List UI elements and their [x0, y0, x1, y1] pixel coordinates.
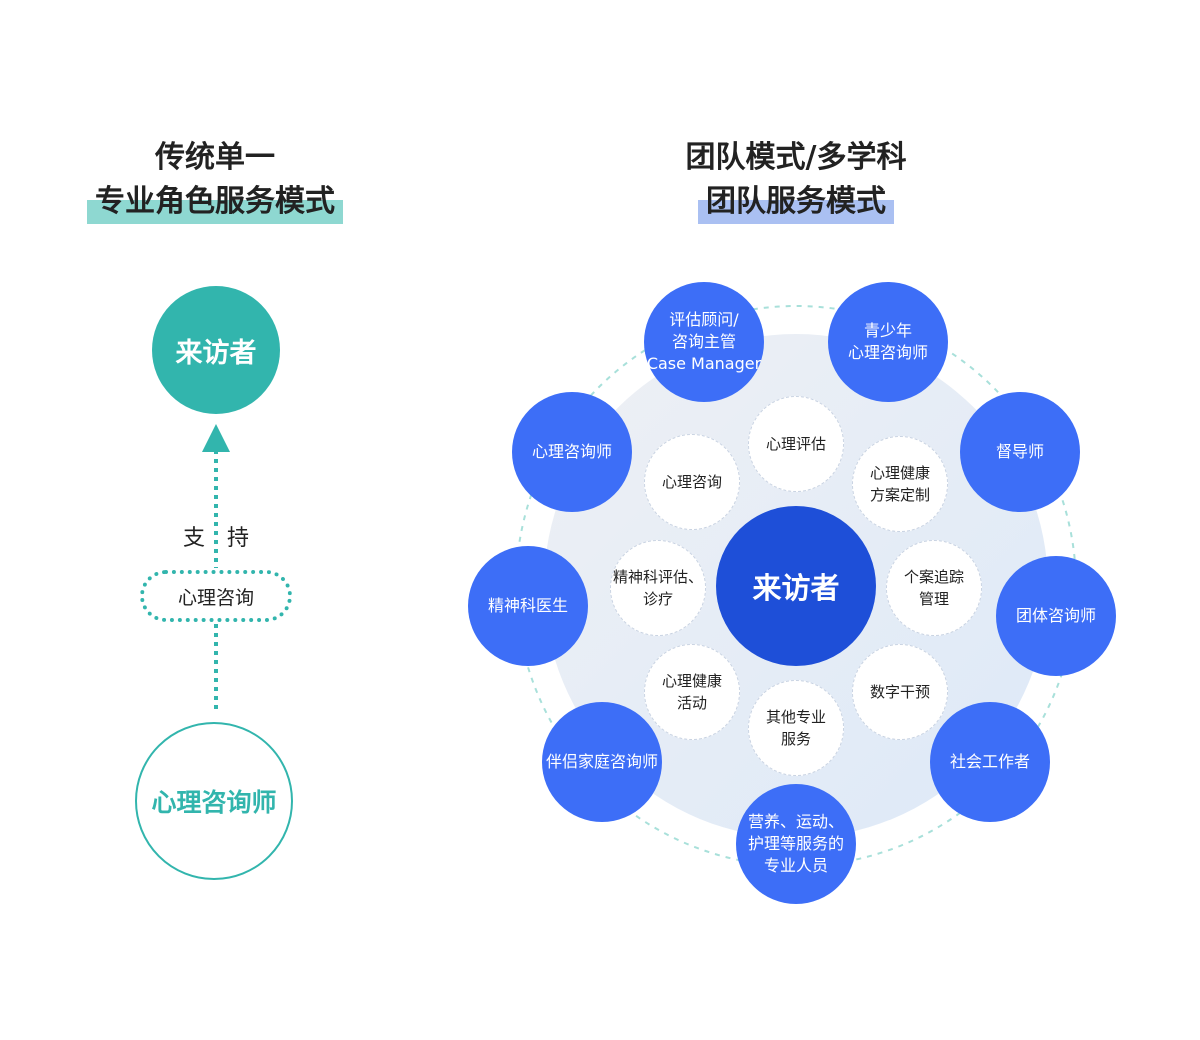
service-node: 心理咨询	[644, 434, 740, 530]
counseling-pill-label: 心理咨询	[177, 586, 254, 609]
role-node-label: 伴侣家庭咨询师	[545, 752, 658, 771]
support-label: 支 持	[182, 526, 249, 551]
role-node: 心理咨询师	[512, 392, 632, 512]
left-visitor-circle: 来访者	[152, 286, 280, 414]
right-title-line1: 团队模式/多学科	[685, 140, 907, 175]
role-node-label: 精神科医生	[487, 596, 568, 615]
left-visitor-label: 来访者	[175, 337, 257, 369]
service-node-label: 心理健康 活动	[661, 672, 722, 712]
service-node: 数字干预	[852, 644, 948, 740]
service-node: 其他专业 服务	[748, 680, 844, 776]
service-node: 心理健康 活动	[644, 644, 740, 740]
left-title-line2: 专业角色服务模式	[87, 180, 343, 224]
service-node: 个案追踪 管理	[886, 540, 982, 636]
service-node-label: 心理健康 方案定制	[869, 464, 930, 504]
support-connector	[202, 424, 230, 712]
role-node: 督导师	[960, 392, 1080, 512]
team-visitor-label: 来访者	[752, 571, 840, 605]
left-title-line1: 传统单一	[155, 140, 275, 175]
service-node-label: 其他专业 服务	[765, 708, 826, 748]
service-node: 心理评估	[748, 396, 844, 492]
left-counselor-circle: 心理咨询师	[135, 722, 293, 880]
team-visitor-circle: 来访者	[716, 506, 876, 666]
role-node: 营养、运动、 护理等服务的 专业人员	[736, 784, 856, 904]
service-node: 精神科评估、 诊疗	[610, 540, 706, 636]
role-node: 团体咨询师	[996, 556, 1116, 676]
left-counselor-label: 心理咨询师	[151, 788, 277, 817]
service-node: 心理健康 方案定制	[852, 436, 948, 532]
role-node: 社会工作者	[930, 702, 1050, 822]
service-node-label: 心理评估	[765, 435, 826, 453]
role-node-label: 社会工作者	[949, 752, 1030, 771]
counseling-pill: 心理咨询	[140, 570, 292, 622]
arrow-up-icon	[202, 424, 230, 452]
service-node-label: 个案追踪 管理	[903, 568, 964, 608]
role-node-label: 营养、运动、 护理等服务的 专业人员	[747, 812, 844, 875]
role-node: 精神科医生	[468, 546, 588, 666]
service-node-label: 精神科评估、 诊疗	[612, 568, 703, 608]
right-title: 团队模式/多学科 团队服务模式	[646, 136, 946, 224]
role-node: 青少年 心理咨询师	[828, 282, 948, 402]
role-node-label: 督导师	[995, 442, 1044, 461]
role-node-label: 评估顾问/ 咨询主管 Case Manager	[646, 310, 762, 373]
service-node-label: 心理咨询	[661, 473, 722, 491]
role-node: 伴侣家庭咨询师	[542, 702, 662, 822]
role-node-label: 青少年 心理咨询师	[847, 321, 928, 362]
role-node: 评估顾问/ 咨询主管 Case Manager	[644, 282, 764, 402]
role-node-label: 心理咨询师	[531, 442, 612, 461]
left-title: 传统单一 专业角色服务模式	[70, 136, 360, 224]
role-node-label: 团体咨询师	[1015, 606, 1096, 625]
right-title-line2: 团队服务模式	[698, 180, 894, 224]
service-node-label: 数字干预	[869, 683, 930, 701]
